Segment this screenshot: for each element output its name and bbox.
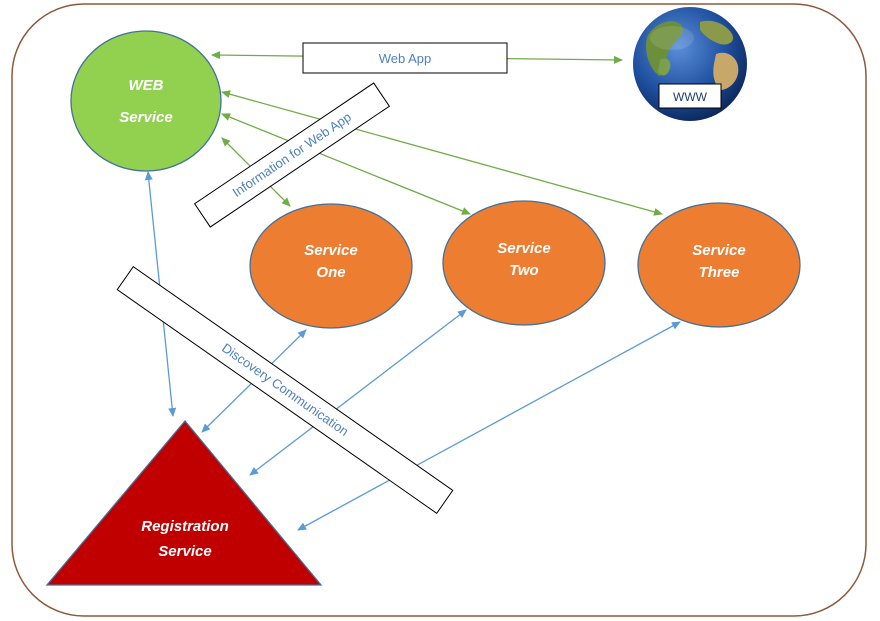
web-service-node: WEB Service [70, 30, 222, 172]
service-one-label-line1: Service [304, 242, 357, 259]
information-label-box [193, 82, 391, 228]
service-three-label-line1: Service [692, 242, 745, 259]
service-one-ellipse [249, 203, 413, 329]
registration-service-triangle [45, 419, 323, 586]
web-app-label-box [302, 42, 508, 74]
discovery-label-box [116, 265, 454, 515]
diagram-frame [11, 3, 867, 617]
service-one-node: Service One [249, 203, 413, 329]
information-label: Information for Web App [193, 82, 391, 228]
arrow-web-to-service-three [221, 90, 663, 216]
service-one-label-line2: One [316, 264, 345, 281]
service-three-node: Service Three [637, 202, 801, 328]
registration-service-label-line2: Service [158, 543, 211, 560]
service-two-ellipse [442, 200, 606, 326]
globe-label: WWW [673, 90, 708, 104]
service-two-label-line2: Two [509, 262, 538, 279]
discovery-label-text: Discovery Communication [219, 340, 351, 439]
globe-label-box [658, 83, 722, 109]
registration-service-label-line1: Registration [141, 518, 229, 535]
service-two-node: Service Two [442, 200, 606, 326]
registration-service-node: Registration Service [45, 419, 323, 586]
information-label-text: Information for Web App [230, 109, 354, 200]
web-app-label-text: Web App [379, 51, 432, 66]
service-three-label-line2: Three [699, 264, 740, 281]
web-service-label-line2: Service [119, 109, 172, 126]
web-arrows [211, 51, 663, 216]
arrow-registration-to-service-three [297, 321, 681, 531]
web-service-ellipse [70, 30, 222, 172]
service-two-label-line1: Service [497, 240, 550, 257]
globe-icon: WWW [633, 7, 747, 121]
web-app-label: Web App [302, 42, 508, 74]
service-three-ellipse [637, 202, 801, 328]
web-service-label-line1: WEB [129, 77, 164, 94]
